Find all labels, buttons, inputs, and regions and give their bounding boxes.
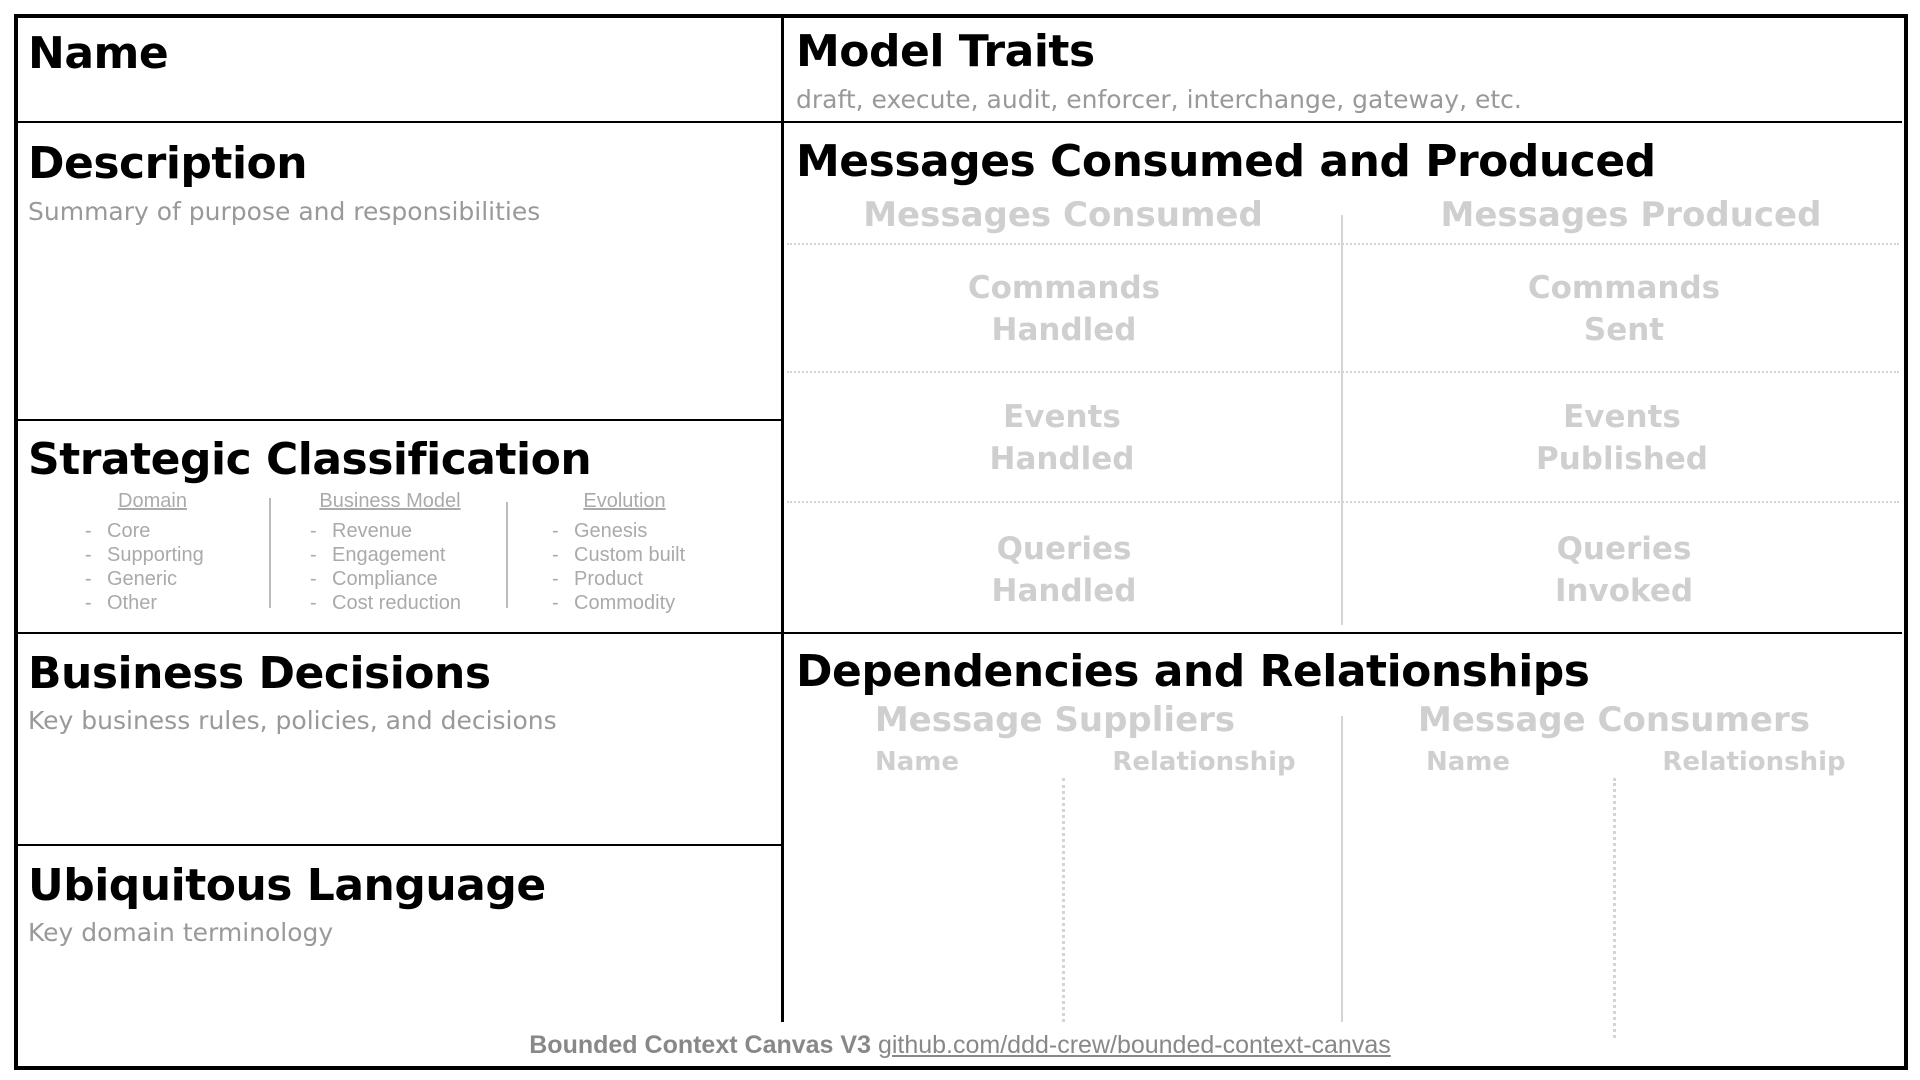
list-item: -Core — [85, 520, 151, 542]
evolution-column: Evolution -Genesis -Custom built -Produc… — [552, 490, 697, 615]
list-item: -Product — [552, 568, 643, 590]
domain-column: Domain -Core -Supporting -Generic -Other — [85, 490, 220, 615]
list-item: -Other — [85, 592, 158, 614]
divider — [16, 419, 782, 421]
description-subtitle: Summary of purpose and responsibilities — [28, 197, 541, 226]
list-item: -Genesis — [552, 520, 648, 542]
business-decisions-title: Business Decisions — [28, 648, 491, 699]
model-traits-subtitle: draft, execute, audit, enforcer, interch… — [796, 85, 1522, 114]
footer: Bounded Context Canvas V3 github.com/ddd… — [0, 1031, 1920, 1060]
main-divider — [781, 16, 784, 1022]
divider — [782, 632, 1902, 634]
suppliers-relationship-header: Relationship — [1112, 747, 1296, 777]
business-model-header: Business Model — [319, 490, 461, 512]
model-traits-title: Model Traits — [796, 26, 1095, 77]
ubiquitous-language-title: Ubiquitous Language — [28, 860, 546, 911]
dotted-divider — [787, 371, 1899, 373]
list-item: -Generic — [85, 568, 178, 590]
list-item: -Commodity — [552, 592, 676, 614]
message-suppliers-header: Message Suppliers — [874, 700, 1236, 740]
suppliers-name-header: Name — [874, 747, 960, 777]
list-item: -Supporting — [85, 544, 204, 566]
business-model-column: Business Model -Revenue -Engagement -Com… — [310, 490, 470, 615]
dotted-divider — [1613, 778, 1616, 1038]
divider — [16, 632, 782, 634]
messages-center-divider — [1341, 215, 1343, 625]
dotted-divider — [787, 243, 1899, 245]
business-decisions-subtitle: Key business rules, policies, and decisi… — [28, 706, 557, 735]
column-separator — [506, 502, 508, 608]
name-title: Name — [28, 28, 169, 79]
strategic-classification-title: Strategic Classification — [28, 434, 592, 485]
divider — [16, 121, 782, 123]
consumers-name-header: Name — [1425, 747, 1511, 777]
evolution-header: Evolution — [583, 490, 666, 512]
consumers-relationship-header: Relationship — [1662, 747, 1846, 777]
messages-title: Messages Consumed and Produced — [796, 136, 1656, 187]
domain-header: Domain — [118, 490, 187, 512]
list-item: -Custom built — [552, 544, 686, 566]
ubiquitous-language-subtitle: Key domain terminology — [28, 918, 334, 947]
description-title: Description — [28, 138, 308, 189]
list-item: -Compliance — [310, 568, 438, 590]
dependencies-title: Dependencies and Relationships — [796, 646, 1590, 697]
list-item: -Engagement — [310, 544, 446, 566]
dependencies-center-divider — [1341, 716, 1343, 1022]
dotted-divider — [787, 501, 1899, 503]
messages-produced-header: Messages Produced — [1440, 195, 1822, 235]
list-item: -Cost reduction — [310, 592, 461, 614]
list-item: -Revenue — [310, 520, 413, 542]
message-consumers-header: Message Consumers — [1418, 700, 1810, 740]
divider — [782, 121, 1902, 123]
divider — [16, 844, 782, 846]
canvas-frame — [14, 14, 1908, 1070]
column-separator — [269, 498, 271, 608]
footer-label: Bounded Context Canvas V3 — [529, 1031, 871, 1059]
dotted-divider — [1062, 778, 1065, 1022]
footer-link[interactable]: github.com/ddd-crew/bounded-context-canv… — [877, 1031, 1391, 1059]
messages-consumed-header: Messages Consumed — [863, 195, 1263, 235]
